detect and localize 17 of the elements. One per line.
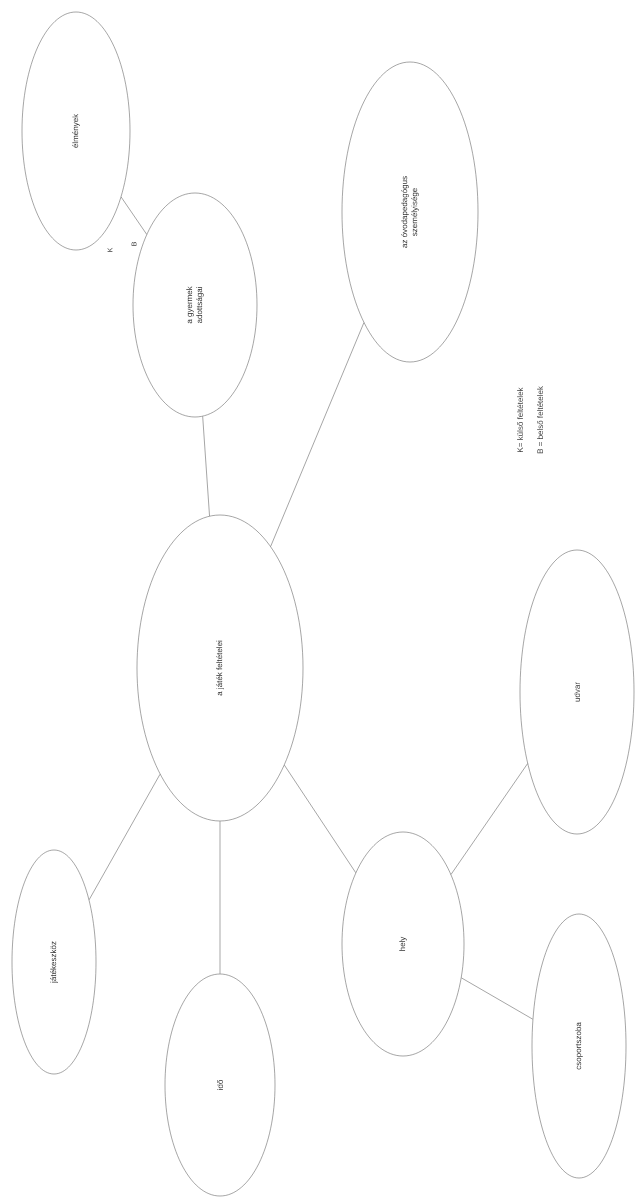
note-text: K= külső feltételek (517, 387, 523, 452)
ellipse-node: udvar (519, 549, 635, 835)
ellipse-node: a játék feltételei (136, 514, 304, 822)
connector-line (219, 821, 221, 974)
connector-line (284, 764, 356, 873)
connector-line (202, 416, 210, 517)
connector-line (270, 322, 365, 547)
connector-line (120, 196, 147, 235)
note-text: B = belső feltételek (537, 386, 543, 454)
ellipse-node: játékeszköz (11, 849, 97, 1075)
ellipse-node: az óvodapedagógus személyisége (341, 61, 479, 363)
ellipse-node: hely (341, 831, 465, 1057)
connector-line (461, 977, 533, 1020)
connector-line (88, 774, 161, 900)
ellipse-node: idő (164, 973, 276, 1197)
ellipse-node: csoportszoba (531, 913, 627, 1179)
connector-line (450, 763, 528, 875)
